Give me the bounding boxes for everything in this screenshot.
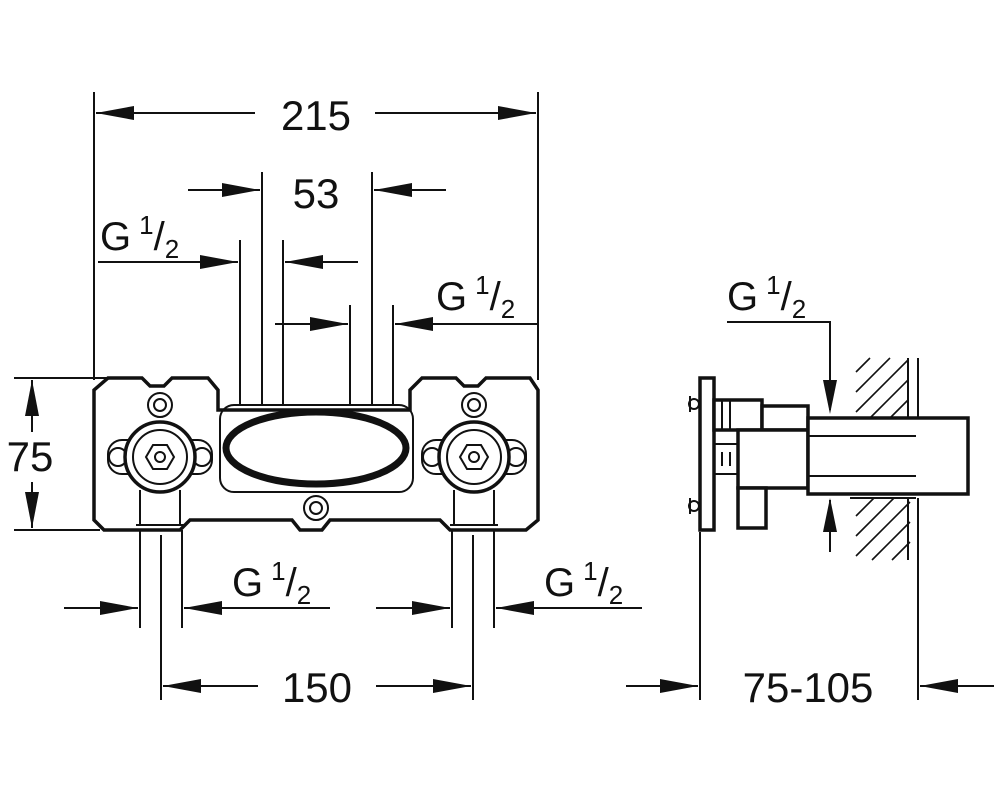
left-valve-fitting <box>107 420 213 526</box>
right-valve-fitting <box>421 420 527 526</box>
thread-slash: / <box>598 561 610 605</box>
thread-letter: G <box>436 275 467 319</box>
thread-numerator: 1 <box>271 556 285 586</box>
dim-center-opening-label: 53 <box>293 170 340 217</box>
mounting-hole <box>303 495 329 521</box>
thread-numerator: 1 <box>475 270 489 300</box>
dim-inlet-spacing-label: 150 <box>282 664 352 711</box>
center-opening-frame <box>219 404 414 493</box>
right-inlet-pipe <box>451 530 495 628</box>
dim-center-opening: 53 <box>188 170 446 217</box>
side-valve-body <box>712 398 810 530</box>
side-outlet-spout <box>806 416 970 496</box>
thread-slash: / <box>286 561 298 605</box>
thread-denominator: 2 <box>501 294 515 324</box>
dim-height: 75 <box>7 377 110 531</box>
thread-letter: G <box>100 215 131 259</box>
left-inlet-pipe <box>139 530 183 628</box>
thread-denominator: 2 <box>609 580 623 610</box>
svg-text:G1/2: G1/2 <box>436 270 515 324</box>
mounting-hole <box>147 392 173 418</box>
center-seal-ring <box>222 408 410 488</box>
outlet-extension-lines <box>239 172 394 405</box>
thread-letter: G <box>232 561 263 605</box>
dim-overall-width-label: 215 <box>281 92 351 139</box>
thread-denominator: 2 <box>165 234 179 264</box>
thread-numerator: 1 <box>139 210 153 240</box>
thread-slash: / <box>490 275 502 319</box>
thread-denominator: 2 <box>297 580 311 610</box>
svg-text:G1/2: G1/2 <box>100 210 179 264</box>
side-outlet-inner <box>808 435 916 477</box>
thread-slash: / <box>154 215 166 259</box>
dim-height-label: 75 <box>7 433 54 480</box>
dim-overall-width: 215 <box>96 92 536 139</box>
thread-letter: G <box>544 561 575 605</box>
svg-text:G1/2: G1/2 <box>727 270 806 324</box>
thread-denominator: 2 <box>792 294 806 324</box>
svg-text:G1/2: G1/2 <box>544 556 623 610</box>
mounting-hole <box>461 392 487 418</box>
thread-slash: / <box>781 275 793 319</box>
dim-inlet-spacing: 150 <box>160 535 474 711</box>
thread-numerator: 1 <box>583 556 597 586</box>
dim-wall-depth: 75-105 <box>626 532 994 711</box>
thread-numerator: 1 <box>766 270 780 300</box>
thread-letter: G <box>727 275 758 319</box>
dim-wall-depth-label: 75-105 <box>743 664 874 711</box>
side-plate <box>698 376 716 532</box>
width-extension-lines <box>93 92 539 380</box>
mounting-plate <box>92 376 540 532</box>
svg-text:G1/2: G1/2 <box>232 556 311 610</box>
